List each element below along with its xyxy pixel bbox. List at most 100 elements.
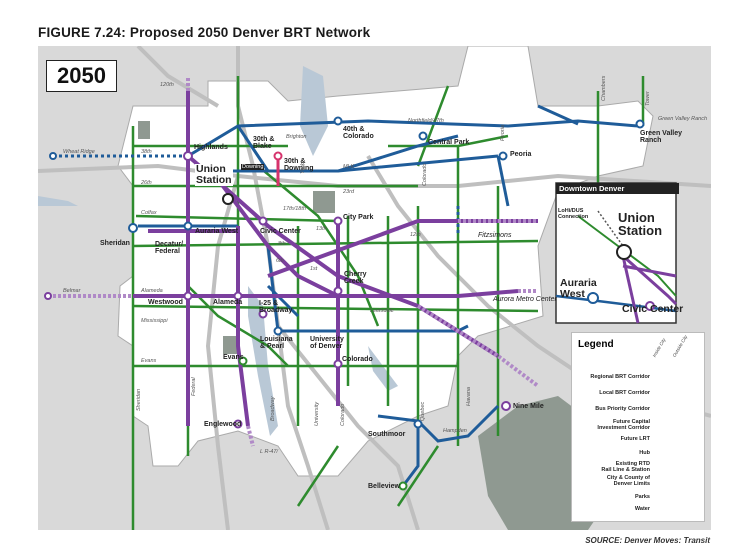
label-green-valley: Green Valley Ranch xyxy=(640,130,683,145)
label-peoria: Peoria xyxy=(510,151,532,158)
legend-item-future-lrt: Future LRT xyxy=(620,436,650,442)
hub-peoria xyxy=(498,151,508,161)
hub-sheridan xyxy=(128,223,138,233)
street-colorado-top: Colorado xyxy=(422,163,428,186)
legend-item-future-capital: Future Capital Investment Corridor xyxy=(597,419,650,432)
label-belleview: Belleview xyxy=(368,483,400,490)
label-colorado: Colorado xyxy=(342,356,373,363)
label-cherry-creek: Cherry Creek xyxy=(344,271,367,286)
legend-item-regional: Regional BRT Corridor xyxy=(590,374,650,380)
map-canvas: 2050 Highlands Union Station 30th & Blak… xyxy=(38,46,711,530)
year-badge: 2050 xyxy=(46,60,117,92)
hub-belleview xyxy=(398,481,408,491)
label-university: University of Denver xyxy=(310,336,344,351)
label-sheridan: Sheridan xyxy=(100,240,130,247)
street-26th: 26th xyxy=(141,180,152,186)
street-chambers: Chambers xyxy=(601,75,607,101)
hub-belmar xyxy=(44,292,52,300)
legend-title: Legend xyxy=(578,339,614,350)
hub-green-valley xyxy=(635,119,645,129)
hub-louisiana-pearl xyxy=(273,326,283,336)
street-peoria-v: Peoria xyxy=(500,125,506,141)
label-civic-center: Civic Center xyxy=(260,228,301,235)
inset-lodo: LoHi/DUS Connection xyxy=(558,208,589,220)
inset-title: Downtown Denver xyxy=(556,183,679,194)
label-auraria-west: Auraria West xyxy=(195,228,239,235)
street-tower: Tower xyxy=(645,91,651,106)
street-120th: 120th xyxy=(160,82,174,88)
street-york: York xyxy=(300,162,306,174)
hub-central-park xyxy=(418,131,428,141)
label-alameda: Alameda xyxy=(213,299,243,306)
street-brighton: Brighton xyxy=(286,134,307,140)
street-havana: Havana xyxy=(466,387,472,406)
figure-title: FIGURE 7.24: Proposed 2050 Denver BRT Ne… xyxy=(38,25,371,40)
legend-item-limits: City & County of Denver Limits xyxy=(606,475,650,488)
inset-auraria-west: Auraria West xyxy=(560,277,597,301)
street-green-valley-ranch: Green Valley Ranch xyxy=(658,116,708,122)
label-i25-broadway: I-25 & Broadway xyxy=(259,300,293,315)
hub-alameda xyxy=(233,291,243,301)
legend-outside-city: Outside City xyxy=(671,334,689,358)
street-1st: 1st xyxy=(310,266,318,272)
hub-civic-center xyxy=(258,216,268,226)
inset-civic-center: Civic Center xyxy=(622,303,684,315)
legend-item-parks: Parks xyxy=(635,494,650,500)
street-leetsdale: Leetsdale xyxy=(370,308,394,314)
street-colfax: Colfax xyxy=(141,210,157,216)
label-40th-colorado: 40th & Colorado xyxy=(343,126,374,141)
hubs xyxy=(44,116,645,491)
street-17th18th: 17th/18th xyxy=(283,206,306,212)
legend: Legend Inside City Outside City Regional… xyxy=(571,332,705,522)
label-southmoor: Southmoor xyxy=(368,431,406,438)
street-university-v: University xyxy=(314,401,320,426)
hub-nine-mile xyxy=(501,401,511,411)
hub-i25-broadway xyxy=(258,309,268,319)
legend-inside-city: Inside City xyxy=(651,337,667,358)
legend-item-water: Water xyxy=(634,506,650,512)
downtown-inset xyxy=(555,182,678,324)
hub-union-station xyxy=(222,193,234,205)
regional-brt-outside xyxy=(48,76,540,447)
legend-item-bus-priority: Bus Priority Corridor xyxy=(595,406,650,412)
hub-auraria-west xyxy=(183,221,193,231)
street-alameda: Alameda xyxy=(141,288,163,294)
street-belmar: Belmar xyxy=(63,288,81,294)
bus-priority-corridors xyxy=(131,76,645,530)
legend-item-rail: Existing RTD Rail Line & Station xyxy=(601,461,650,474)
street-wheat-ridge: Wheat Ridge xyxy=(63,149,95,155)
label-louisiana-pearl: Louisiana & Pearl xyxy=(260,336,293,351)
legend-item-local: Local BRT Corridor xyxy=(599,390,650,396)
street-federal: Federal xyxy=(191,377,197,396)
hub-westwood xyxy=(183,291,193,301)
label-aurora-metro: Aurora Metro Center xyxy=(493,296,557,303)
label-central-park: Central Park xyxy=(428,139,470,146)
hub-southmoor xyxy=(413,419,423,429)
street-12th: 12th xyxy=(410,232,421,238)
hub-evans xyxy=(238,356,248,366)
street-mississippi: Mississippi xyxy=(141,318,168,324)
legend-item-hub: Hub xyxy=(639,450,650,456)
hub-englewood xyxy=(233,419,243,429)
hub-wheat-ridge xyxy=(49,152,57,160)
label-evans: Evans xyxy=(223,354,244,361)
label-30th-downing: 30th & Downing xyxy=(284,158,314,173)
label-nine-mile: Nine Mile xyxy=(513,403,544,410)
hub-cherry-creek xyxy=(333,286,343,296)
label-30th-blake: 30th & Blake xyxy=(253,136,275,151)
street-sheridan-v: Sheridan xyxy=(136,388,142,411)
street-lr47: L R-47/ xyxy=(260,449,278,455)
highways xyxy=(38,46,711,530)
label-city-park: City Park xyxy=(343,214,374,221)
label-fitzsimons: Fitzsimons xyxy=(478,232,512,239)
hub-colorado xyxy=(333,359,343,369)
street-northfield: Northfield/47th xyxy=(408,118,444,124)
street-38th: 38th xyxy=(141,149,152,155)
street-13th: 13th xyxy=(316,226,327,232)
street-broadway: Broadway xyxy=(270,396,276,421)
water-features xyxy=(38,66,398,436)
street-hampden: Hampden xyxy=(443,428,467,434)
street-quebec: Quebec xyxy=(420,401,426,421)
street-mlk: MLK xyxy=(343,164,355,170)
label-westwood: Westwood xyxy=(148,299,183,306)
